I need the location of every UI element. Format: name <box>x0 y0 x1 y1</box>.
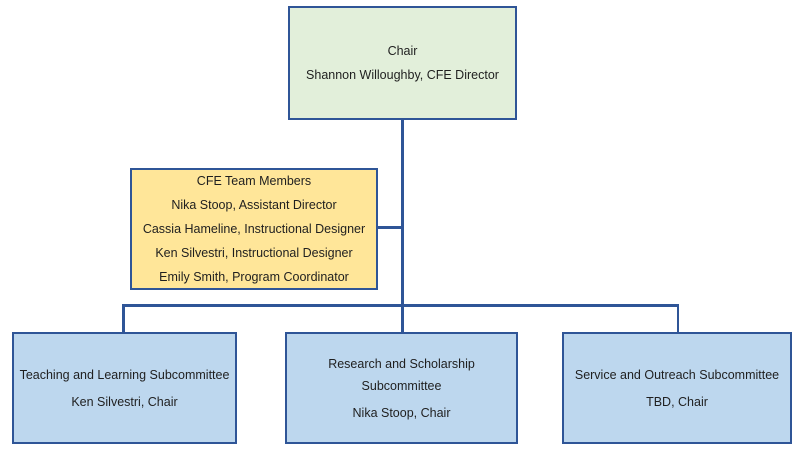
team-member: Nika Stoop, Assistant Director <box>171 198 337 212</box>
connector-vertical-main <box>401 120 404 332</box>
subcommittee-title: Research and Scholarship Subcommittee <box>328 356 475 393</box>
chair-box-member: Shannon Willoughby, CFE Director <box>306 68 499 82</box>
chair-box-title: Chair <box>387 44 418 58</box>
subcommittee-box-research-scholarship: Research and Scholarship Subcommittee Ni… <box>285 332 518 444</box>
subcommittee-title: Teaching and Learning Subcommittee <box>19 367 230 382</box>
connector-branch-horizontal <box>122 304 679 307</box>
team-members-box: CFE Team Members Nika Stoop, Assistant D… <box>130 168 378 290</box>
team-box-title: CFE Team Members <box>196 174 312 188</box>
subcommittee-chair: Ken Silvestri, Chair <box>71 394 178 409</box>
chair-box: Chair Shannon Willoughby, CFE Director <box>288 6 517 120</box>
connector-drop-right <box>676 304 679 332</box>
subcommittee-box-teaching-learning: Teaching and Learning Subcommittee Ken S… <box>12 332 237 444</box>
team-member: Emily Smith, Program Coordinator <box>159 270 349 284</box>
subcommittee-chair: Nika Stoop, Chair <box>352 405 451 420</box>
connector-drop-left <box>122 304 125 332</box>
subcommittee-box-service-outreach: Service and Outreach Subcommittee TBD, C… <box>562 332 792 444</box>
team-member: Ken Silvestri, Instructional Designer <box>155 246 353 260</box>
subcommittee-chair: TBD, Chair <box>646 394 708 409</box>
connector-team-horizontal <box>378 226 401 229</box>
team-member: Cassia Hameline, Instructional Designer <box>142 222 366 236</box>
subcommittee-title: Service and Outreach Subcommittee <box>574 367 780 382</box>
